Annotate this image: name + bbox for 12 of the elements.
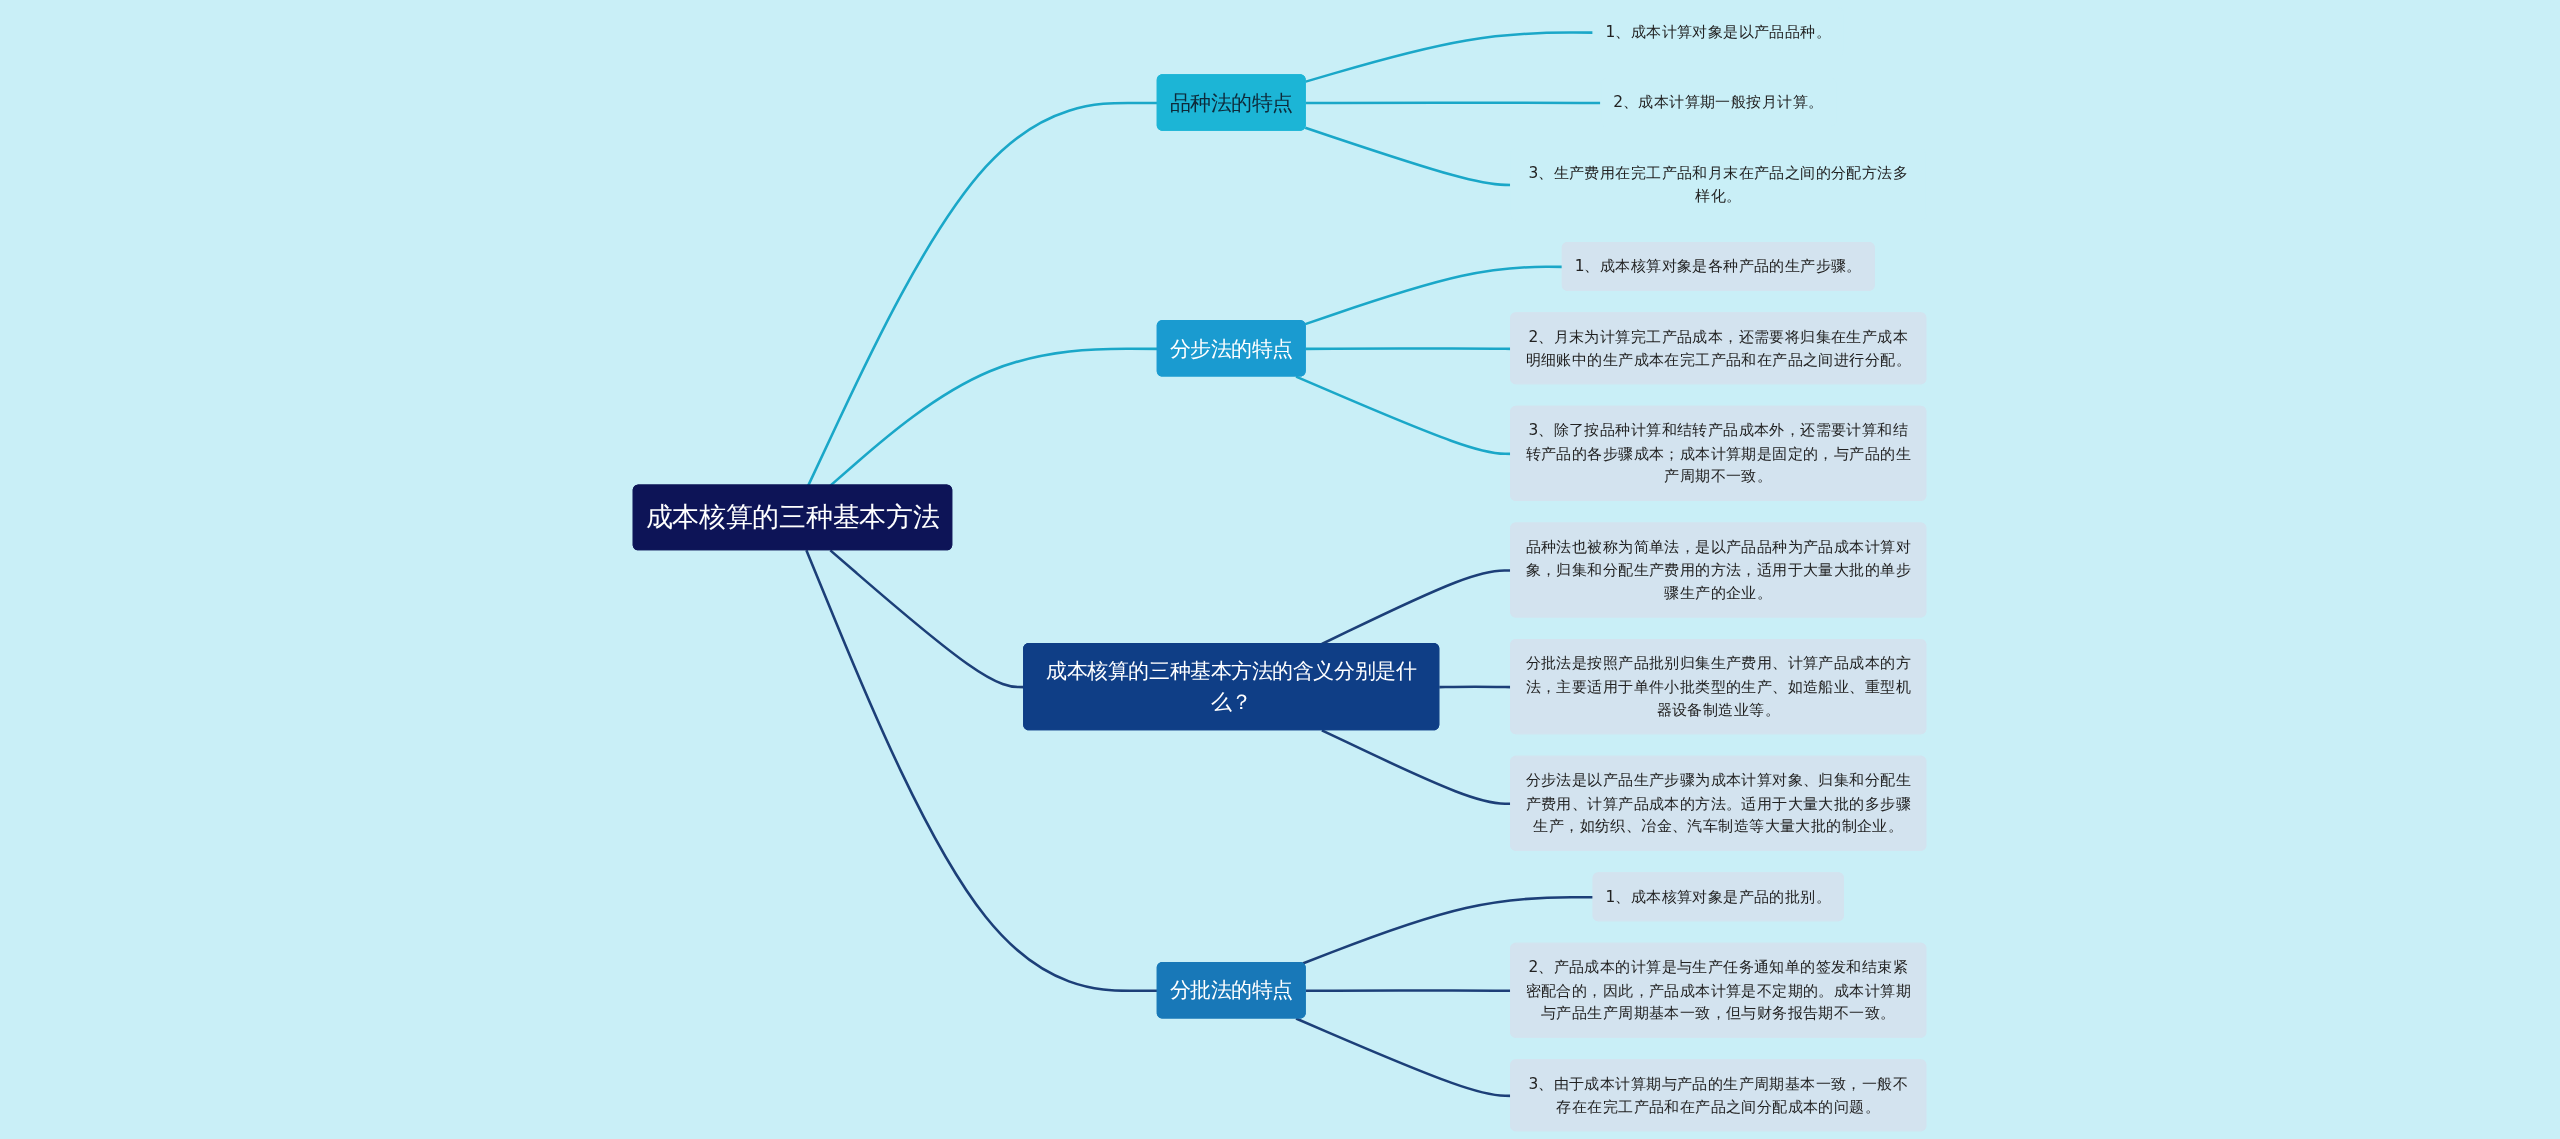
- connector: [1306, 347, 1512, 351]
- node-text: 1、成本计算对象是以产品品种。: [1605, 22, 1832, 42]
- connector: [1439, 685, 1512, 689]
- node-text: 3、生产费用在完工产品和月末在产品之间的分配方法多样化。: [1528, 163, 1909, 205]
- connector: [1306, 101, 1602, 105]
- connector: [1306, 989, 1512, 993]
- node-text: 2、成本计算期一般按月计算。: [1613, 92, 1824, 112]
- connector: [829, 549, 1025, 689]
- connector: [1296, 375, 1512, 456]
- connector: [1321, 729, 1512, 806]
- connector: [1305, 126, 1512, 187]
- connector: [1296, 1017, 1512, 1098]
